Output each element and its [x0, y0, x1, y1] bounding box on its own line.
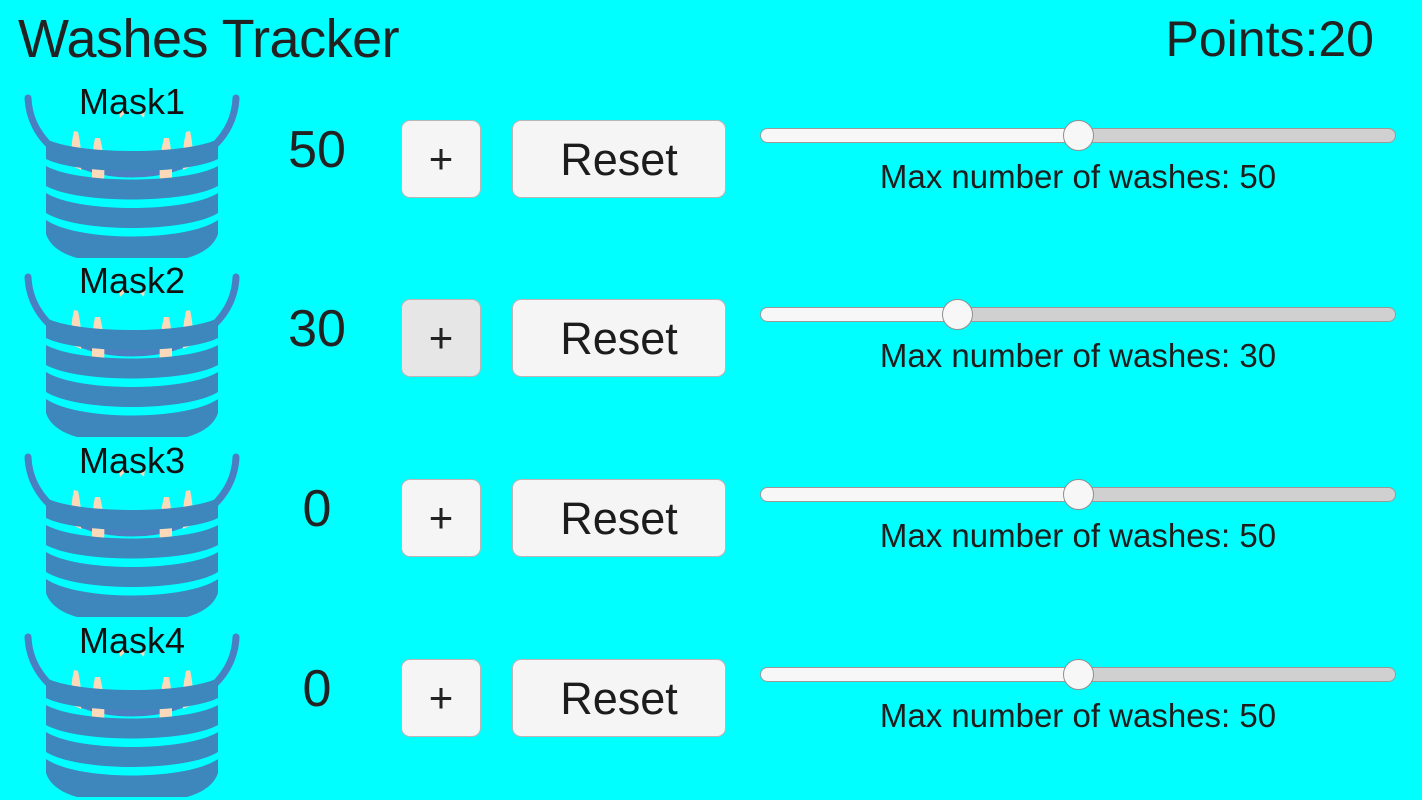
slider-fill	[761, 668, 1078, 681]
max-washes-caption: Max number of washes: 50	[879, 517, 1277, 554]
max-washes-caption: Max number of washes: 50	[879, 697, 1277, 734]
wash-count: 50	[288, 121, 346, 179]
reset-washes-button[interactable]: Reset	[512, 120, 726, 198]
face-mask-icon	[24, 94, 240, 258]
face-mask-icon	[24, 273, 240, 437]
reset-washes-button[interactable]: Reset	[512, 299, 726, 377]
slider-fill	[761, 488, 1078, 501]
mask-row-4: Mask4 0 + Reset Max number of washes: 50	[0, 617, 1422, 797]
slider-thumb[interactable]	[1063, 659, 1094, 690]
max-washes-slider-cell: Max number of washes: 50	[760, 653, 1396, 783]
slider-thumb[interactable]	[942, 299, 974, 330]
mask-row-1: Mask1 50 + Reset Max number of washes: 5…	[0, 78, 1422, 258]
wash-count: 30	[288, 300, 346, 358]
slider-thumb[interactable]	[1063, 120, 1094, 151]
slider-thumb[interactable]	[1063, 479, 1094, 510]
reset-washes-button[interactable]: Reset	[512, 659, 726, 737]
max-washes-slider[interactable]	[760, 473, 1396, 515]
mask-graphic-cell: Mask3	[12, 437, 252, 617]
mask-graphic-cell: Mask4	[12, 617, 252, 797]
increment-washes-button[interactable]: +	[401, 659, 481, 737]
max-washes-slider[interactable]	[760, 114, 1396, 156]
max-washes-slider-cell: Max number of washes: 50	[760, 473, 1396, 603]
points-display: Points:20	[1165, 11, 1374, 67]
mask-row-2: Mask2 30 + Reset Max number of washes: 3…	[0, 257, 1422, 437]
face-mask-icon	[24, 633, 240, 797]
max-washes-slider[interactable]	[760, 653, 1396, 695]
wash-count: 0	[302, 660, 332, 718]
increment-washes-button[interactable]: +	[401, 479, 481, 557]
mask-graphic-cell: Mask1	[12, 78, 252, 258]
max-washes-caption: Max number of washes: 30	[879, 337, 1277, 374]
slider-track[interactable]	[760, 307, 1396, 322]
slider-fill	[761, 129, 1078, 142]
app-header: Washes Tracker Points:20	[0, 0, 1422, 78]
wash-count: 0	[302, 480, 332, 538]
face-mask-icon	[24, 453, 240, 617]
max-washes-slider-cell: Max number of washes: 30	[760, 293, 1396, 423]
max-washes-slider[interactable]	[760, 293, 1396, 335]
reset-washes-button[interactable]: Reset	[512, 479, 726, 557]
slider-fill	[761, 308, 958, 321]
max-washes-slider-cell: Max number of washes: 50	[760, 114, 1396, 244]
increment-washes-button[interactable]: +	[401, 120, 481, 198]
mask-row-3: Mask3 0 + Reset Max number of washes: 50	[0, 437, 1422, 617]
max-washes-caption: Max number of washes: 50	[879, 158, 1277, 195]
increment-washes-button[interactable]: +	[401, 299, 481, 377]
mask-graphic-cell: Mask2	[12, 257, 252, 437]
page-title: Washes Tracker	[18, 9, 400, 69]
